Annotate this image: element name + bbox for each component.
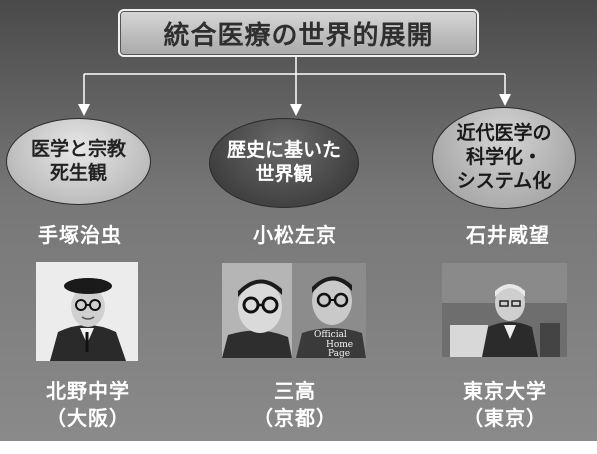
photo-caption-line: Official	[314, 330, 347, 340]
topic-ellipse-religion: 医学と宗教 死生観	[6, 118, 151, 205]
person-name-tezuka: 手塚治虫	[38, 223, 122, 247]
topic-line: 世界観	[255, 163, 313, 185]
photo-caption-line: Home	[326, 340, 353, 350]
topic-line: 死生観	[49, 161, 107, 184]
school-line: 東京大学	[463, 379, 547, 403]
school-label-sanko: 三高 （京都）	[215, 378, 375, 432]
person-name-ishii: 石井威望	[466, 223, 550, 247]
school-line: （大阪）	[46, 406, 130, 430]
topic-line: 科学化・	[465, 146, 542, 169]
portrait-photo-tezuka	[36, 262, 138, 361]
topic-line: 医学と宗教	[30, 137, 126, 160]
school-line: 三高	[274, 379, 316, 403]
topic-line: 歴史に基いた	[226, 139, 341, 162]
portrait-photo-ishii	[442, 263, 567, 357]
school-line: （京都）	[253, 406, 337, 430]
page-title-text: 統合医療の世界的展開	[163, 20, 434, 51]
school-line: 北野中学	[46, 379, 130, 403]
topic-line: 近代医学の	[456, 122, 552, 145]
school-label-kitano: 北野中学 （大阪）	[8, 378, 168, 432]
photo-caption-line: Page	[328, 349, 350, 358]
portrait-photo-komatsu: Official Home Page	[222, 263, 366, 358]
school-label-todai: 東京大学 （東京）	[425, 378, 585, 432]
school-line: （東京）	[463, 406, 547, 430]
topic-line: システム化	[456, 169, 552, 192]
topic-ellipse-science: 近代医学の 科学化・ システム化	[432, 107, 576, 209]
page-title: 統合医療の世界的展開	[118, 9, 479, 57]
person-name-komatsu: 小松左京	[253, 223, 337, 247]
topic-ellipse-history: 歴史に基いた 世界観	[209, 118, 359, 208]
